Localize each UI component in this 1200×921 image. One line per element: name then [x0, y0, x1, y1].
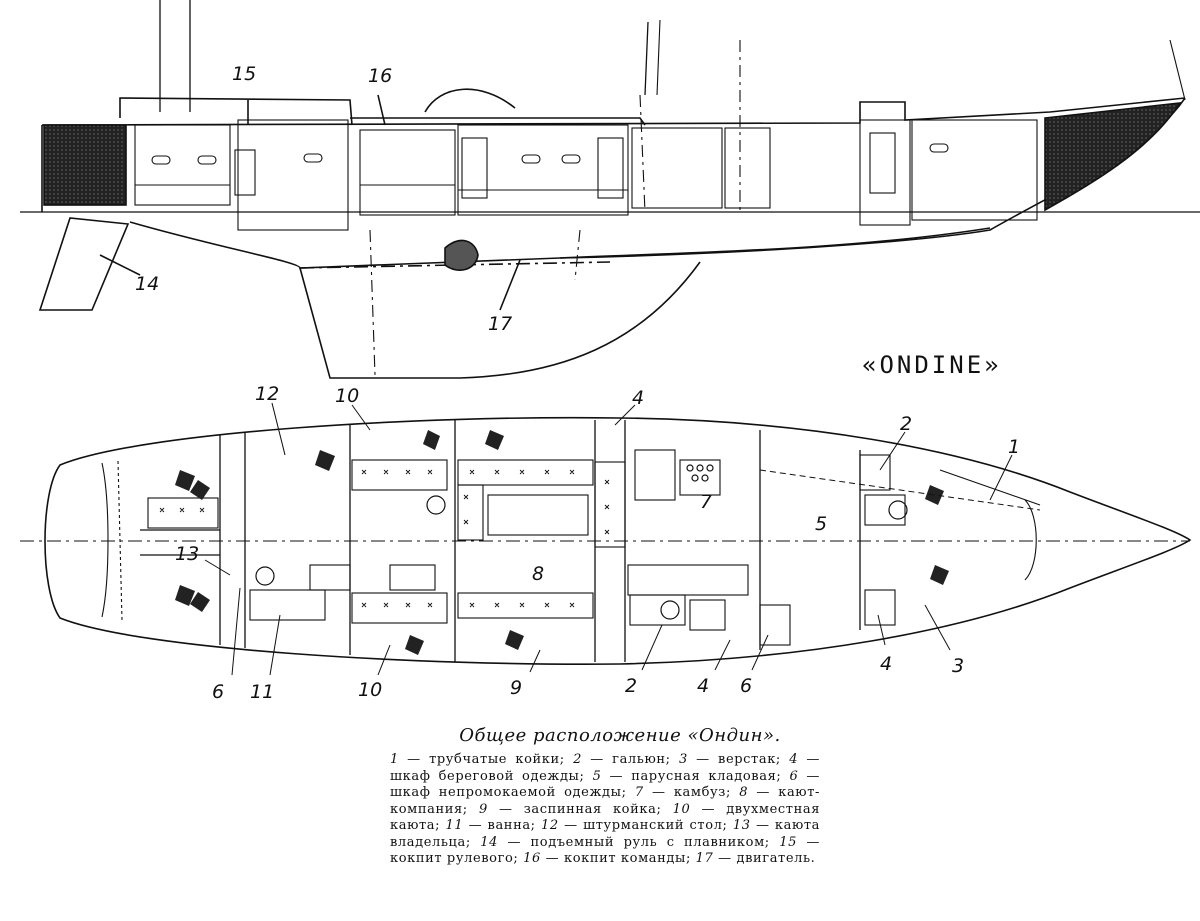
caption-title: Общее расположение «Ондин».	[459, 725, 781, 746]
label-15: 15	[232, 63, 256, 85]
deck-line	[41, 97, 1186, 126]
legend-entry: 5 — парусная кладовая;	[592, 768, 782, 784]
label-8: 8	[532, 563, 544, 585]
legend-entry: 10 — двухместная каюта;	[390, 801, 821, 834]
label-4-mid: 4	[697, 675, 709, 697]
legend-number: 3	[678, 752, 688, 767]
legend-text: шкаф береговой одежды;	[390, 768, 585, 784]
figure-caption: Общее расположение «Ондин». 1 — трубчаты…	[390, 725, 820, 868]
coachroof	[119, 97, 646, 126]
legend-entry: 17 — двигатель.	[695, 851, 816, 866]
label-10-bottom: 10	[358, 679, 382, 701]
legend-text: шкаф непромокаемой одежды;	[390, 785, 627, 800]
hull-topsides	[41, 97, 1186, 259]
legend-number: 16	[523, 851, 541, 866]
legend-text: ванна;	[487, 818, 536, 833]
legend-text: двигатель.	[736, 851, 816, 866]
legend-entry: 15 — кокпит рулевого;	[390, 834, 820, 867]
legend-number: 9	[478, 801, 488, 817]
plan-pillows	[175, 430, 949, 655]
label-3: 3	[952, 655, 964, 677]
label-6-fwd: 6	[740, 675, 752, 697]
canoe-body	[129, 221, 991, 269]
label-13: 13	[175, 543, 199, 565]
legend-text: штурманский стол;	[583, 818, 728, 833]
label-4-top: 4	[632, 387, 644, 409]
legend-text: заспинная койка;	[523, 801, 662, 817]
profile-interior	[134, 40, 1038, 376]
label-9: 9	[510, 677, 522, 699]
label-16: 16	[368, 65, 392, 87]
legend-entry: 3 — верстак;	[678, 752, 781, 767]
forestay	[1169, 39, 1186, 101]
fore-mast	[644, 21, 649, 96]
profile-view	[20, 0, 1200, 379]
legend-text: подъемный руль с плавником;	[530, 834, 770, 850]
label-14: 14	[135, 273, 159, 295]
legend-number: 2	[573, 752, 582, 767]
label-1: 1	[1008, 436, 1020, 458]
legend-text: парусная кладовая;	[631, 768, 782, 784]
label-17: 17	[488, 313, 512, 335]
legend-number: 17	[695, 851, 714, 866]
label-4-fwd: 4	[880, 653, 892, 675]
plan-view	[20, 402, 1192, 676]
legend-number: 5	[592, 768, 602, 784]
label-6-aft: 6	[212, 681, 224, 703]
legend-entry: 9 — заспинная койка;	[478, 801, 662, 817]
legend-entry: 11 — ванна;	[445, 818, 536, 833]
legend-entry: 13 — каюта владельца;	[390, 818, 821, 850]
legend-text: верстак;	[718, 752, 781, 767]
legend-text: кокпит команды;	[563, 851, 691, 866]
label-7: 7	[700, 491, 712, 513]
legend-text: двухместная каюта;	[390, 801, 821, 834]
legend-number: 7	[634, 785, 644, 800]
bow-section	[1044, 102, 1182, 212]
legend-entry: 4 — шкаф береговой одежды;	[390, 752, 820, 784]
label-12: 12	[255, 383, 279, 405]
legend-text: гальюн;	[612, 752, 671, 767]
legend-text: кокпит рулевого;	[390, 851, 519, 866]
plan-fixtures	[255, 464, 908, 620]
stern-section	[43, 124, 127, 206]
keel	[299, 261, 701, 379]
rudder	[38, 217, 130, 311]
legend-entry: 12 — штурманский стол;	[541, 818, 728, 833]
legend-number: 11	[445, 818, 464, 833]
plan-hull-outline	[44, 416, 1192, 665]
legend-number: 8	[739, 785, 749, 800]
label-5: 5	[815, 513, 827, 535]
plan-leaders	[204, 402, 1013, 676]
legend-number: 15	[779, 834, 797, 850]
label-11: 11	[250, 681, 274, 703]
label-10-top: 10	[335, 385, 359, 407]
legend-entry: 1 — трубчатые койки;	[390, 752, 565, 767]
plan-berths	[147, 449, 906, 646]
legend-entry: 6 — шкаф непромокаемой одежды;	[390, 768, 820, 801]
legend-entry: 16 — кокпит команды;	[523, 851, 691, 866]
legend-entry: 14 — подъемный руль с плавником;	[480, 834, 770, 850]
legend-number: 14	[480, 834, 499, 850]
boat-name: «ONDINE»	[862, 351, 1002, 379]
legend-number: 13	[732, 818, 751, 833]
plan-cushion-marks	[159, 469, 610, 608]
companionway-dome	[424, 88, 516, 113]
legend-text: кают-компания;	[390, 785, 821, 817]
legend-entry: 8 — кают-компания;	[390, 785, 821, 817]
legend-text: камбуз;	[673, 785, 731, 800]
legend-number: 6	[789, 768, 799, 784]
label-2-aft: 2	[625, 675, 637, 697]
legend-text: каюта владельца;	[390, 818, 821, 850]
legend-number: 12	[541, 818, 559, 833]
caption-legend: 1 — трубчатые койки; 2 — гальюн; 3 — вер…	[390, 752, 820, 868]
label-2-fwd: 2	[900, 413, 912, 435]
legend-text: трубчатые койки;	[429, 752, 565, 767]
legend-entry: 7 — камбуз;	[634, 785, 731, 800]
legend-number: 1	[390, 752, 399, 767]
engine	[444, 239, 479, 271]
legend-entry: 2 — гальюн;	[573, 752, 671, 767]
legend-number: 10	[672, 801, 691, 817]
legend-number: 4	[789, 752, 799, 767]
